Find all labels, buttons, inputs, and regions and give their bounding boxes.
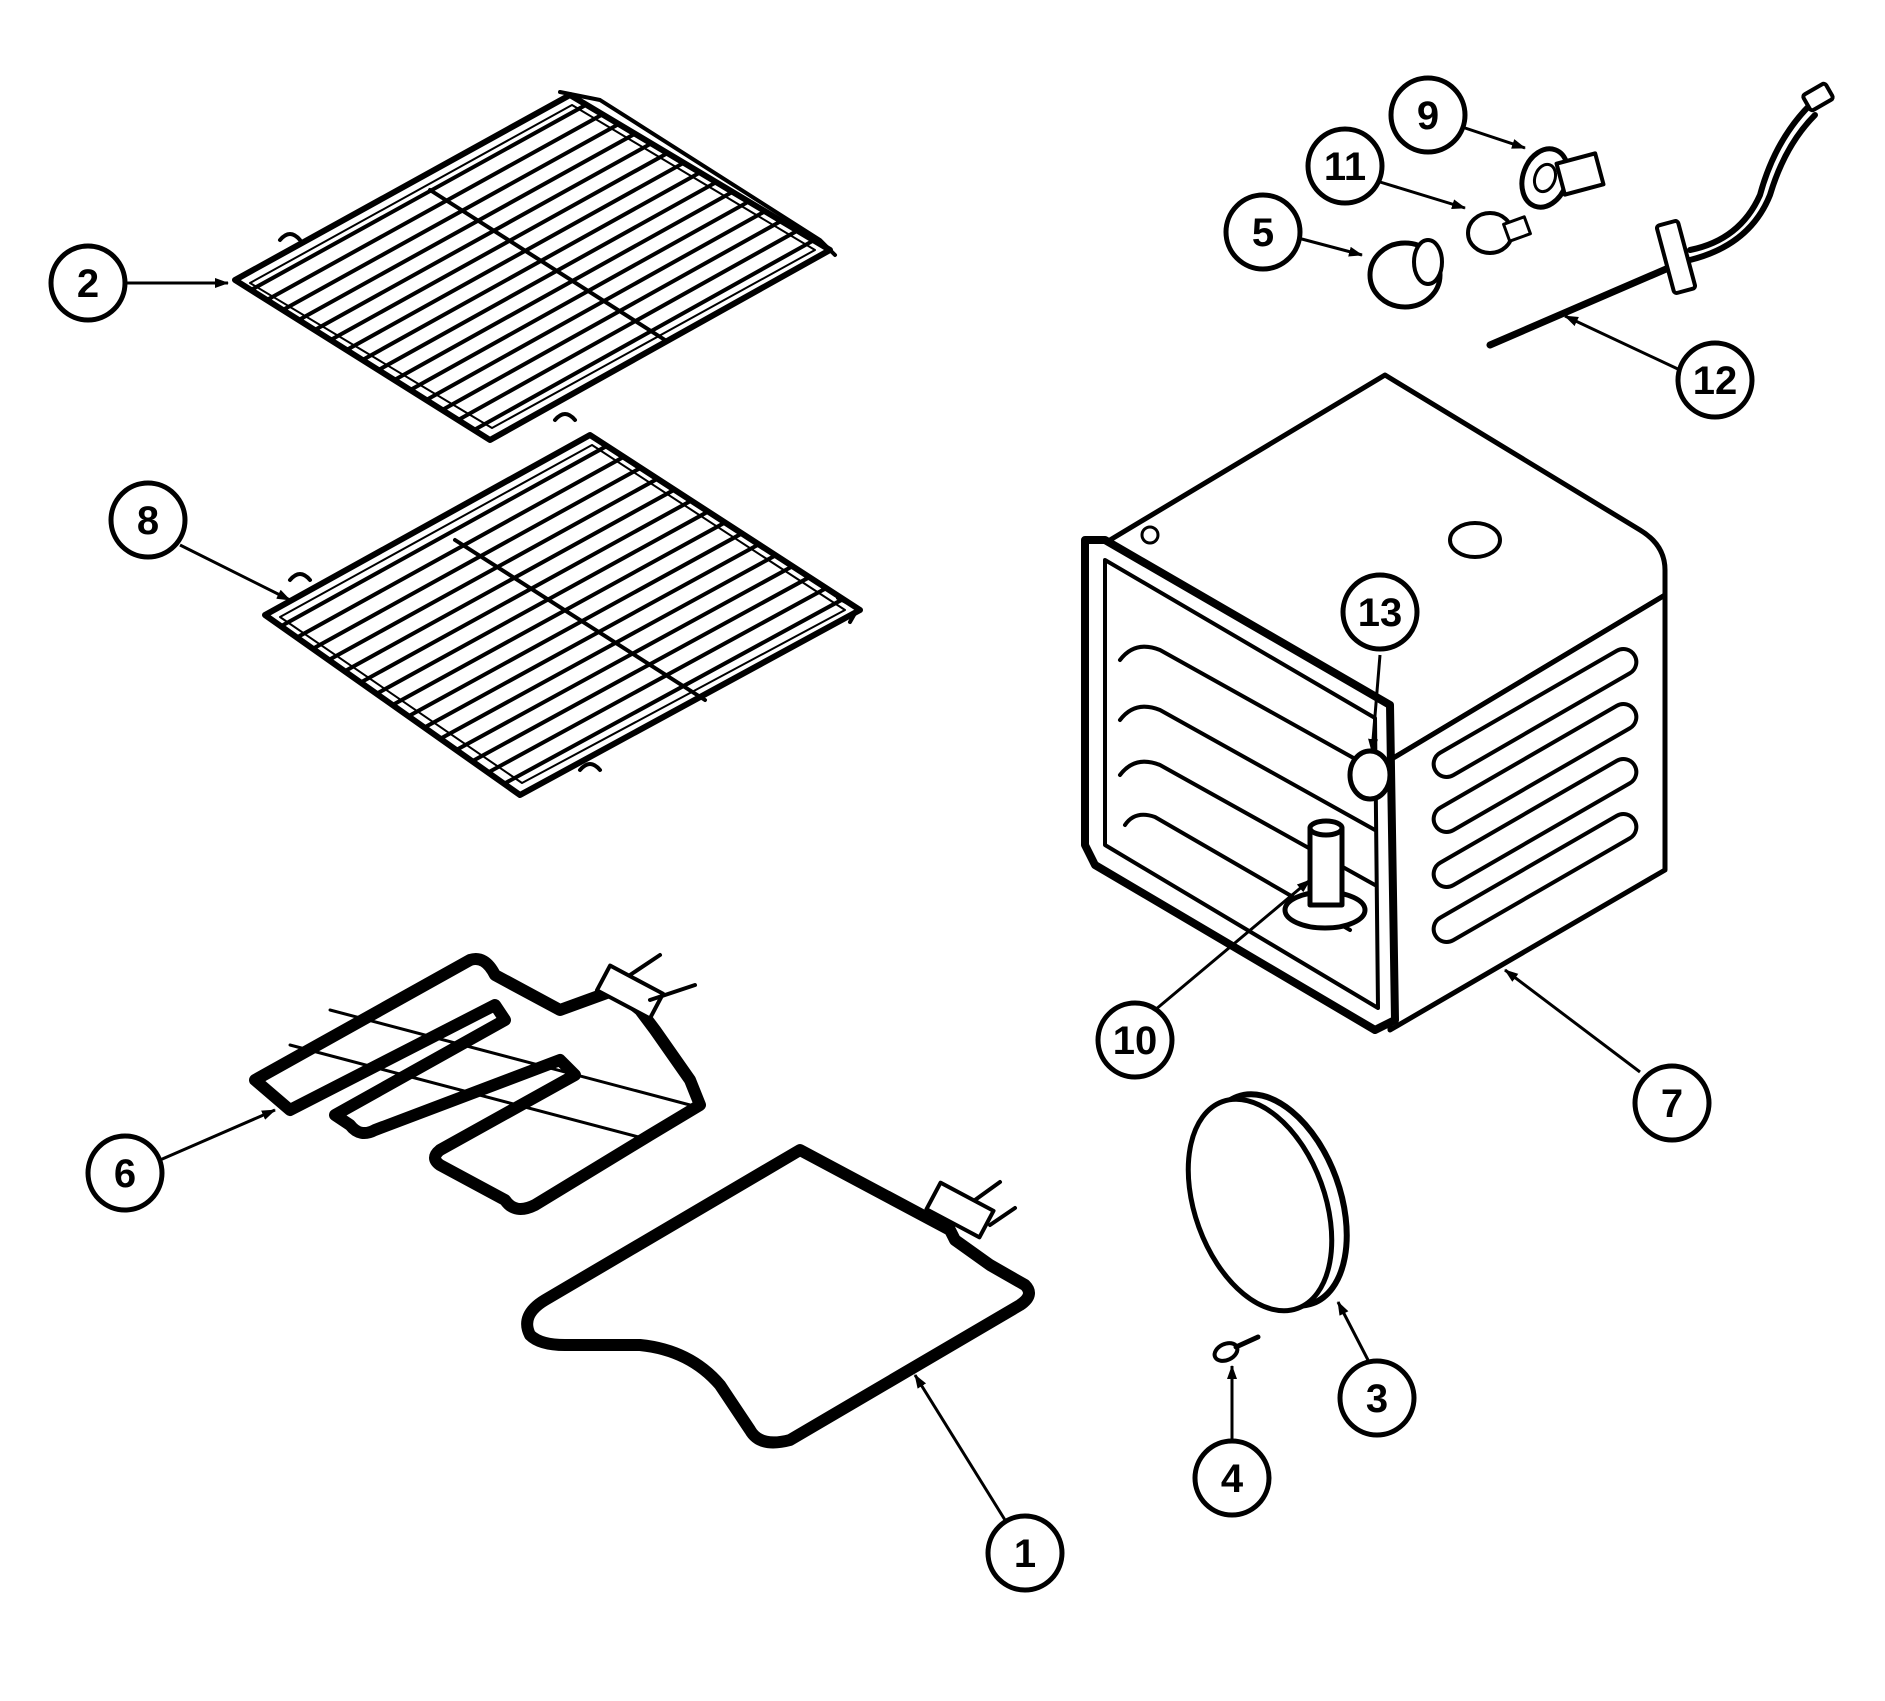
rack-wire [440, 218, 784, 412]
callout-5-label: 5 [1252, 211, 1274, 255]
callout-13-label: 13 [1358, 591, 1403, 635]
callout-12: 12 [1675, 340, 1755, 420]
callout-6-label: 6 [114, 1152, 136, 1196]
rack-wire [344, 160, 686, 352]
bake-element [521, 1144, 1035, 1449]
rack-wire [390, 520, 727, 707]
callouts: 1 2 3 4 5 6 7 8 [48, 75, 1755, 1593]
light-lens-port [1347, 748, 1393, 802]
rack-wire [376, 180, 719, 372]
rack-wire [312, 141, 654, 332]
rack-wire [328, 151, 670, 342]
oven-rack-upper [232, 90, 837, 443]
callout-13: 13 [1340, 572, 1420, 652]
callout-4-label: 4 [1221, 1457, 1244, 1501]
rack-wire [358, 498, 694, 685]
light-lens [1367, 238, 1444, 310]
rack-wire [310, 465, 643, 651]
callout-7: 7 [1632, 1063, 1712, 1143]
leader-11 [1379, 180, 1466, 210]
callout-5: 5 [1223, 192, 1303, 272]
rack-wire [456, 228, 800, 422]
rack-wire [438, 553, 778, 741]
leader-9 [1461, 125, 1526, 150]
callout-3: 3 [1337, 1358, 1417, 1438]
rack-wire [326, 476, 660, 662]
rack-wire [360, 170, 702, 362]
callout-12-label: 12 [1693, 359, 1738, 403]
callout-2-label: 2 [77, 262, 99, 306]
leader-lines [124, 125, 1681, 1521]
callout-4: 4 [1192, 1438, 1272, 1518]
rack-wire [392, 189, 735, 382]
callout-9: 9 [1388, 75, 1468, 155]
oven-temperature-sensor [1486, 81, 1835, 349]
callout-10: 10 [1095, 1000, 1175, 1080]
callout-11: 11 [1305, 126, 1385, 206]
leader-5 [1297, 236, 1363, 257]
leader-7 [1504, 968, 1641, 1074]
leader-3 [1336, 1301, 1370, 1361]
callout-1-label: 1 [1014, 1532, 1036, 1576]
rack-wire [278, 443, 609, 629]
rack-wire [408, 199, 751, 392]
callout-8-label: 8 [137, 499, 159, 543]
leader-8 [179, 543, 291, 602]
rack-wire [424, 209, 767, 402]
callout-11-label: 11 [1324, 145, 1366, 189]
light-bulb [1466, 211, 1532, 255]
rack-wire [248, 102, 589, 292]
rack-wire [264, 112, 605, 302]
callout-7-label: 7 [1661, 1082, 1683, 1126]
leader-10 [1154, 878, 1311, 1012]
rack-wire [422, 542, 761, 730]
callout-3-label: 3 [1366, 1377, 1388, 1421]
callout-1: 1 [985, 1513, 1065, 1593]
rack-wire [296, 131, 637, 322]
leader-12 [1564, 314, 1681, 372]
broil-element [249, 953, 706, 1215]
oven-rack-lower [262, 432, 863, 798]
rack-wire [342, 487, 677, 674]
screw [1212, 1334, 1261, 1363]
callout-9-label: 9 [1417, 94, 1439, 138]
leader-13 [1368, 654, 1382, 753]
rack-wire [374, 509, 711, 696]
rack-wire [486, 586, 829, 775]
rack-wire [294, 454, 626, 640]
rack-wire [502, 597, 846, 786]
leader-6 [159, 1108, 276, 1162]
callout-6: 6 [85, 1133, 165, 1213]
cavity-fitting [1282, 818, 1368, 931]
rack-wire [454, 564, 795, 752]
callout-2: 2 [48, 243, 128, 323]
rack-wire [280, 122, 621, 312]
rack-wire [472, 238, 816, 432]
rack-wire [406, 531, 744, 719]
callout-8: 8 [108, 480, 188, 560]
rack-wire [470, 575, 812, 764]
light-socket [1519, 146, 1606, 210]
access-cover [1185, 1091, 1350, 1314]
callout-10-label: 10 [1113, 1019, 1158, 1063]
leader-1 [913, 1374, 1007, 1521]
